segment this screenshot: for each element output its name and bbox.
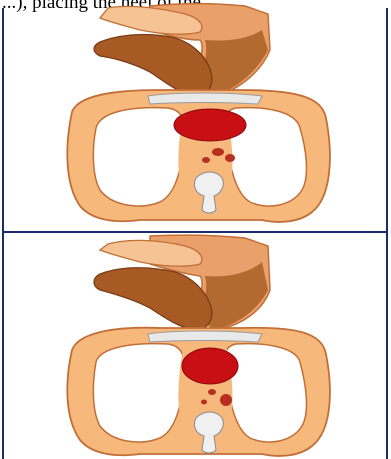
vessel-a-top: [212, 148, 224, 156]
vessel-a-bottom: [208, 389, 216, 395]
heart-bottom: [182, 348, 238, 384]
vessel-c-bottom: [201, 400, 207, 405]
vessel-b-top: [225, 154, 235, 162]
hand-lower-bottom: [94, 268, 212, 330]
vessel-b-bottom: [220, 394, 232, 406]
panel-bottom: [67, 235, 330, 456]
sternum-bottom: [148, 331, 262, 342]
hand-lower-top: [94, 35, 212, 96]
vessel-c-top: [202, 157, 210, 163]
heart-top: [174, 109, 246, 141]
lung-left-bottom: [93, 344, 184, 442]
panel-top: [67, 4, 330, 222]
lung-left-top: [93, 108, 184, 206]
sternum-top: [148, 93, 262, 104]
